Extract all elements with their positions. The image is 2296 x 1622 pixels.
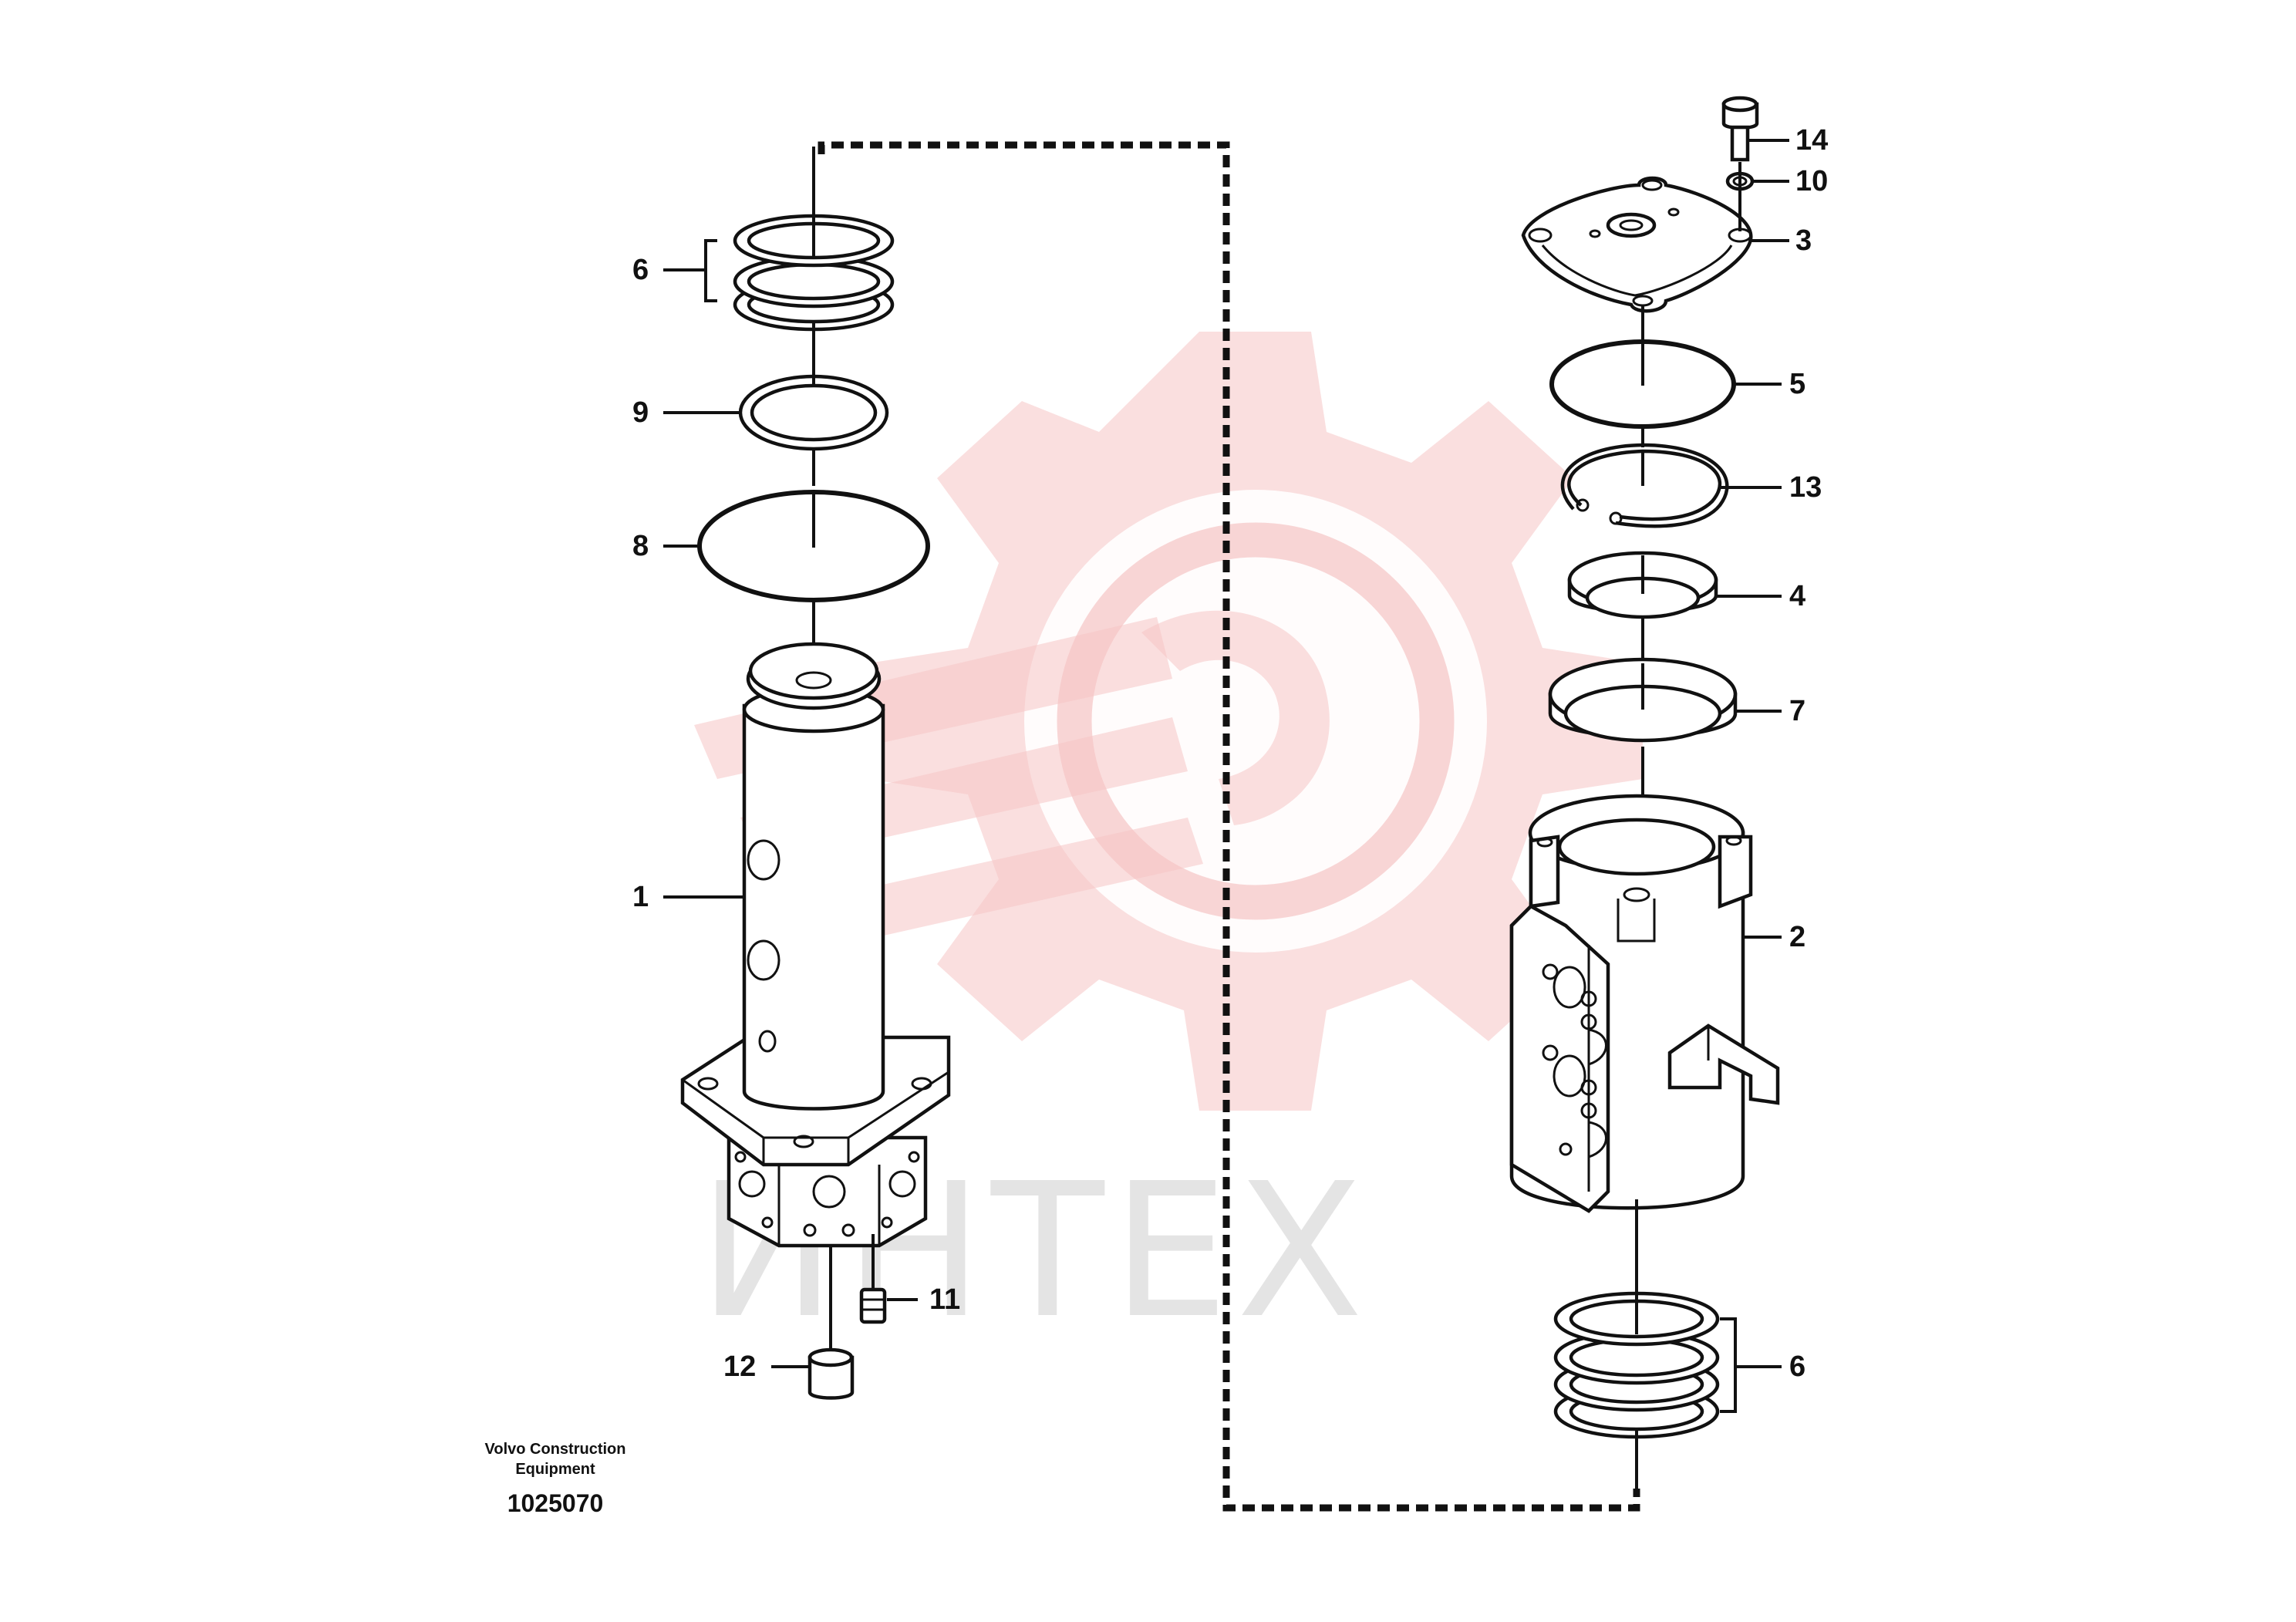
callout-10: 10: [1795, 165, 1828, 197]
callout-9: 9: [632, 396, 649, 429]
callout-12: 12: [723, 1351, 756, 1383]
callout-4: 4: [1789, 580, 1805, 612]
callout-8: 8: [632, 530, 649, 562]
caption-manufacturer-line1: Volvo Construction: [485, 1441, 626, 1458]
part-12-plug: [807, 1347, 855, 1400]
part-14-bolt: [1721, 96, 1759, 162]
callout-11: 11: [929, 1283, 960, 1316]
assembly-connection-line: [818, 141, 1640, 1512]
callout-5: 5: [1789, 368, 1805, 400]
callout-6-lower: 6: [1789, 1351, 1805, 1383]
callout-13: 13: [1789, 471, 1822, 504]
part-13-snap-ring: [1560, 443, 1729, 528]
caption-drawing-number: 1025070: [507, 1489, 604, 1517]
callout-3: 3: [1795, 224, 1812, 257]
callout-7: 7: [1789, 695, 1805, 727]
callout-14: 14: [1795, 124, 1828, 157]
part-9-seal-ring: [738, 374, 889, 451]
caption-block: Volvo Construction Equipment 1025070: [485, 1441, 626, 1517]
callout-1: 1: [632, 881, 649, 913]
part-1-center-joint-shaft: [680, 642, 951, 1248]
callout-6-upper: 6: [632, 254, 649, 286]
caption-manufacturer-line2: Equipment: [515, 1461, 595, 1478]
part-3-cover-plate: [1521, 176, 1753, 313]
part-11-plug: [859, 1287, 887, 1324]
callout-2: 2: [1789, 921, 1805, 953]
part-7-wear-ring: [1548, 657, 1738, 743]
part-2-housing: [1509, 794, 1780, 1213]
